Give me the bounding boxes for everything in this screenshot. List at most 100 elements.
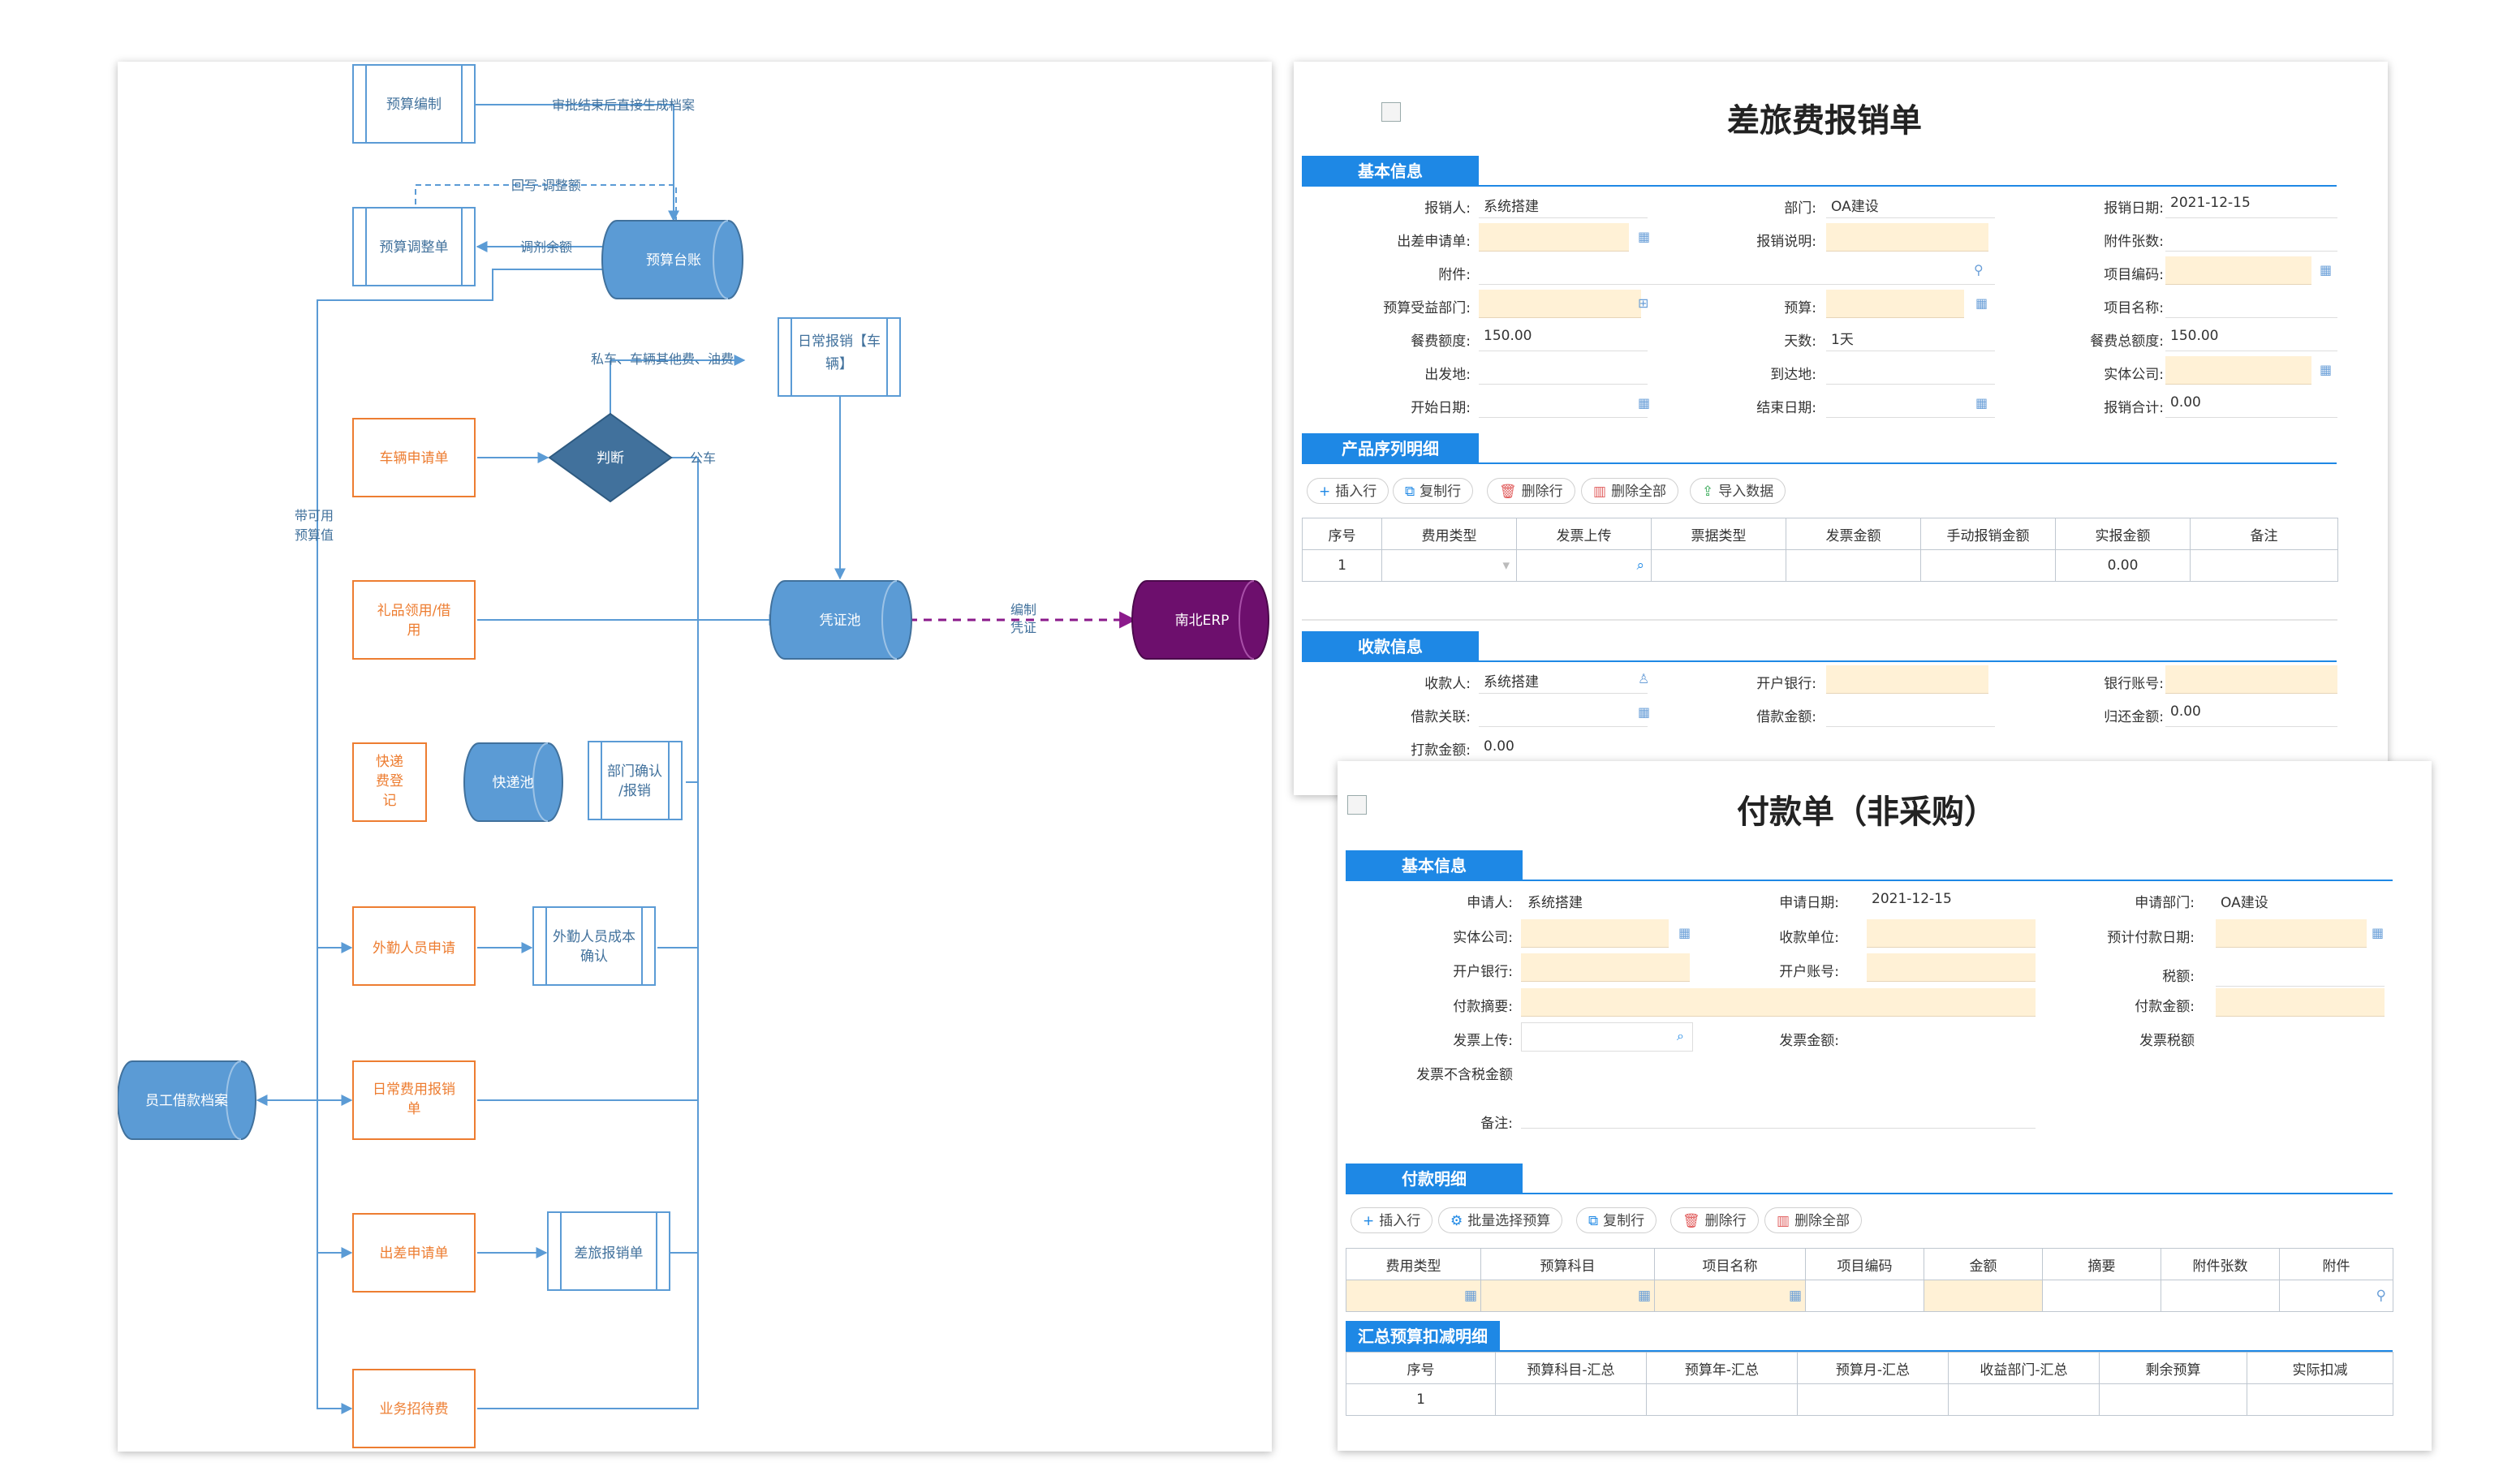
entity-field[interactable] bbox=[2165, 356, 2311, 385]
invoice-amount-cell[interactable] bbox=[1786, 549, 1921, 582]
invoice-upload-field[interactable] bbox=[1521, 1022, 1693, 1052]
node-dept-confirm-2: /报销 bbox=[618, 783, 651, 799]
manual-amount-cell[interactable] bbox=[1920, 549, 2056, 582]
delete-row-button[interactable]: 🗑删除行 bbox=[1670, 1207, 1759, 1233]
paperclip-icon[interactable]: ⚲ bbox=[1974, 262, 1984, 277]
account-field[interactable] bbox=[1867, 953, 2036, 982]
total-field[interactable]: 0.00 bbox=[2165, 389, 2337, 418]
bill-type-cell[interactable] bbox=[1651, 549, 1786, 582]
flowchart-panel: 审批结束后直接生成档案 回写-调整额 调剂余额 私车、车辆其他费、油费 公车 编… bbox=[118, 62, 1272, 1452]
invoice-amount-label: 发票金额: bbox=[1779, 1033, 1839, 1049]
project-name-field[interactable] bbox=[2165, 290, 2337, 318]
col-header: 序号 bbox=[1302, 518, 1382, 550]
search-icon[interactable]: ⌕ bbox=[1677, 1028, 1684, 1043]
travel-reimburse-form: 差旅费报销单 基本信息 报销人: 系统搭建 部门: OA建设 报销日期: 202… bbox=[1294, 62, 2388, 795]
to-label: 到达地: bbox=[1770, 367, 1816, 383]
org-icon[interactable]: ⊞ bbox=[1638, 295, 1649, 311]
expected-date-field[interactable] bbox=[2216, 919, 2367, 948]
calendar-icon[interactable]: ▦ bbox=[2372, 925, 2385, 940]
summary-field[interactable] bbox=[1521, 988, 2036, 1017]
col-header: 备注 bbox=[2190, 518, 2338, 550]
budget-field[interactable] bbox=[1826, 290, 1964, 318]
loan-label: 借款关联: bbox=[1411, 709, 1471, 725]
node-gift: 礼品领用/借 bbox=[377, 603, 451, 619]
tax-field[interactable] bbox=[2216, 958, 2385, 987]
account-field[interactable] bbox=[2165, 665, 2337, 694]
calendar-grid-icon[interactable]: ▦ bbox=[1638, 704, 1651, 720]
project-name-cell[interactable]: ▦ bbox=[1654, 1280, 1806, 1312]
bank-field[interactable] bbox=[1826, 665, 1988, 694]
budget-subject-cell[interactable]: ▦ bbox=[1480, 1280, 1655, 1312]
calendar-grid-icon[interactable]: ▦ bbox=[1637, 1288, 1651, 1304]
delete-all-button[interactable]: ▥删除全部 bbox=[1581, 478, 1679, 504]
delete-row-button[interactable]: 🗑删除行 bbox=[1487, 478, 1575, 504]
summary-cell bbox=[1495, 1383, 1647, 1416]
calendar-grid-icon[interactable]: ▦ bbox=[2320, 362, 2333, 377]
payee-unit-field[interactable] bbox=[1867, 919, 2036, 948]
project-code-field[interactable] bbox=[2165, 256, 2311, 285]
payee-field[interactable]: 系统搭建 bbox=[1479, 665, 1648, 694]
col-header: 实报金额 bbox=[2055, 518, 2191, 550]
remark-field[interactable] bbox=[1521, 1100, 2036, 1129]
remark-cell[interactable] bbox=[2190, 549, 2338, 582]
import-data-button[interactable]: ⇪导入数据 bbox=[1690, 478, 1786, 504]
amount-cell[interactable] bbox=[1924, 1280, 2043, 1312]
expense-type-cell[interactable]: ▾ bbox=[1381, 549, 1517, 582]
loan-amount-field[interactable] bbox=[1826, 699, 1995, 727]
node-trip-request: 出差申请单 bbox=[380, 1245, 449, 1262]
calendar-grid-icon[interactable]: ▦ bbox=[2320, 262, 2333, 277]
calendar-grid-icon[interactable]: ▦ bbox=[1975, 295, 1988, 311]
loan-field[interactable] bbox=[1479, 699, 1648, 727]
meal-field[interactable]: 150.00 bbox=[1479, 323, 1648, 351]
amount-label: 付款金额: bbox=[2135, 999, 2195, 1015]
summary-cell[interactable] bbox=[2042, 1280, 2161, 1312]
calendar-grid-icon[interactable]: ▦ bbox=[1463, 1288, 1477, 1304]
calendar-icon[interactable]: ▦ bbox=[1975, 395, 1988, 411]
budget-dept-field[interactable] bbox=[1479, 290, 1641, 318]
calendar-grid-icon[interactable]: ▦ bbox=[1788, 1288, 1802, 1304]
expense-type-cell[interactable]: ▦ bbox=[1346, 1280, 1481, 1312]
attach-count-field[interactable] bbox=[2165, 223, 2337, 252]
account-label: 银行账号: bbox=[2104, 676, 2164, 692]
paperclip-icon[interactable]: ⚲ bbox=[2376, 1288, 2386, 1304]
date-field[interactable]: 2021-12-15 bbox=[2165, 190, 2337, 218]
attachment-label: 附件: bbox=[1438, 267, 1471, 283]
payee-unit-label: 收款单位: bbox=[1779, 930, 1839, 946]
node-dept-confirm: 部门确认 bbox=[607, 764, 662, 780]
copy-row-button[interactable]: ⧉复制行 bbox=[1393, 478, 1474, 504]
desc-field[interactable] bbox=[1826, 223, 1988, 252]
invoice-upload-cell[interactable]: ⌕ bbox=[1516, 549, 1652, 582]
from-field[interactable] bbox=[1479, 356, 1648, 385]
insert-row-button[interactable]: +插入行 bbox=[1351, 1207, 1433, 1233]
calendar-grid-icon[interactable]: ▦ bbox=[1638, 229, 1651, 244]
insert-row-button[interactable]: +插入行 bbox=[1307, 478, 1389, 504]
attach-count-cell[interactable] bbox=[2161, 1280, 2280, 1312]
attachment-field[interactable] bbox=[1479, 256, 1995, 285]
attachment-cell[interactable]: ⚲ bbox=[2279, 1280, 2393, 1312]
bank-field[interactable] bbox=[1521, 953, 1690, 982]
meal-total-field[interactable]: 150.00 bbox=[2165, 323, 2337, 351]
node-gift-2: 用 bbox=[407, 622, 421, 639]
applicant-field[interactable]: 系统搭建 bbox=[1479, 190, 1648, 218]
search-icon[interactable]: ⌕ bbox=[1636, 557, 1644, 574]
copy-row-button[interactable]: ⧉复制行 bbox=[1576, 1207, 1657, 1233]
amount-field[interactable] bbox=[2216, 988, 2385, 1017]
start-date-field[interactable] bbox=[1479, 389, 1648, 418]
to-field[interactable] bbox=[1826, 356, 1995, 385]
col-header: 预算科目-汇总 bbox=[1495, 1352, 1647, 1384]
calendar-icon[interactable]: ▦ bbox=[1638, 395, 1651, 411]
end-date-field[interactable] bbox=[1826, 389, 1995, 418]
trip-request-field[interactable] bbox=[1479, 223, 1629, 252]
project-code-cell[interactable] bbox=[1805, 1280, 1924, 1312]
entity-field[interactable] bbox=[1521, 919, 1669, 948]
apply-date-value: 2021-12-15 bbox=[1872, 891, 1952, 907]
calendar-grid-icon[interactable]: ▦ bbox=[1678, 925, 1691, 940]
col-header: 收益部门-汇总 bbox=[1948, 1352, 2100, 1384]
return-field[interactable]: 0.00 bbox=[2165, 699, 2337, 727]
user-icon[interactable]: ♙ bbox=[1638, 671, 1650, 686]
batch-budget-button[interactable]: ⚙批量选择预算 bbox=[1438, 1207, 1563, 1233]
dept-field[interactable]: OA建设 bbox=[1826, 190, 1995, 218]
delete-all-button[interactable]: ▥删除全部 bbox=[1764, 1207, 1863, 1233]
section-basic-info: 基本信息 bbox=[1346, 850, 2393, 881]
days-field[interactable]: 1天 bbox=[1826, 323, 1995, 351]
